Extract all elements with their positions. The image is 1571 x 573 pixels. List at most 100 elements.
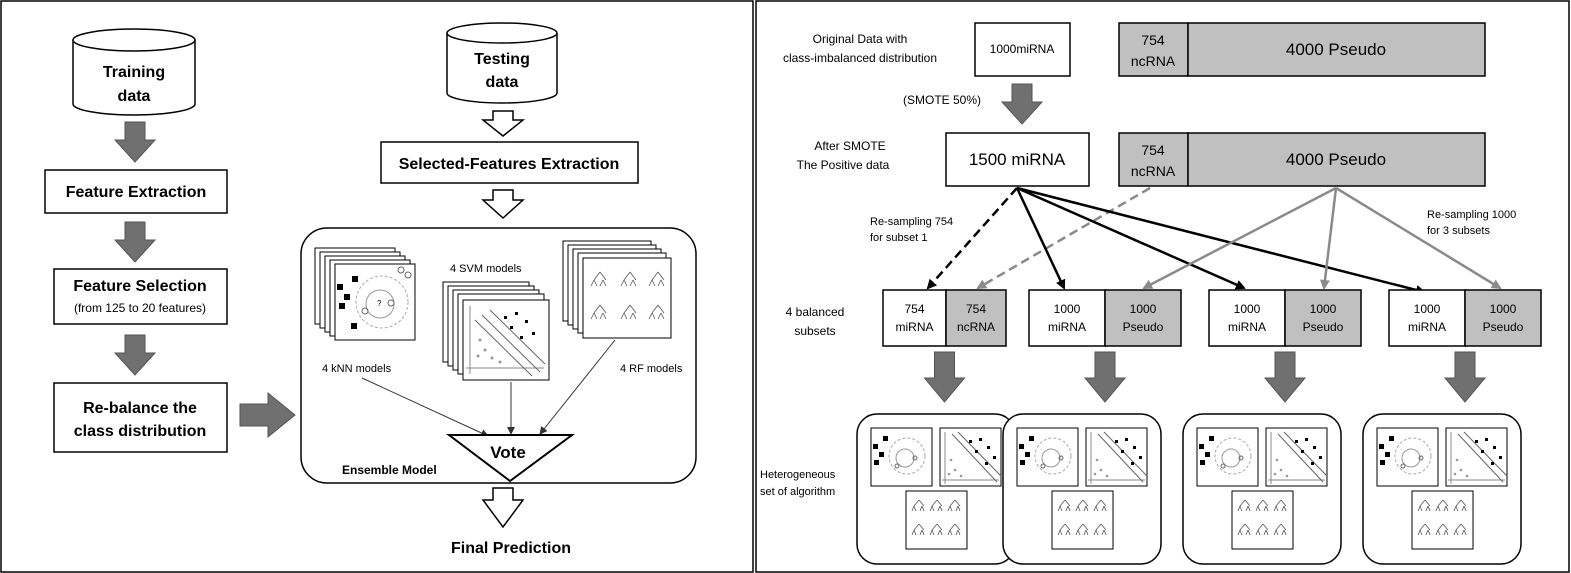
rf-thumbnail <box>905 490 968 550</box>
subset-negative-label: Pseudo <box>1303 320 1344 334</box>
rf-thumbnail <box>1411 490 1474 550</box>
subset-mirna-count: 1000 <box>1054 302 1081 316</box>
down-arrow-icon <box>1443 351 1487 403</box>
original-mirna-box <box>974 22 1071 77</box>
feature-selection-sublabel: (from 125 to 20 features) <box>74 301 206 315</box>
testing-data-label-1: Testing <box>474 51 530 68</box>
subset-mirna-label: miRNA <box>896 320 934 334</box>
knn-thumbnail <box>1016 427 1079 487</box>
subset-negative-label: Pseudo <box>1483 320 1524 334</box>
hollow-down-arrow-icon <box>481 189 525 220</box>
balanced-subsets-label-2: subsets <box>794 324 835 338</box>
hollow-down-arrow-icon <box>481 487 525 529</box>
pseudo-to-subset2-arrow <box>1142 186 1337 290</box>
subset-negative-box <box>1464 289 1542 347</box>
rf-models-label: 4 RF models <box>620 363 683 375</box>
selected-features-label: Selected-Features Extraction <box>399 156 620 173</box>
after-mirna-box <box>945 132 1090 187</box>
subset-mirna-box <box>1208 289 1286 347</box>
subset-mirna-box <box>1388 289 1466 347</box>
ncrna-to-subset1-dashed-arrow <box>976 186 1151 290</box>
subset-mirna-box <box>882 289 947 347</box>
rf-thumbnail <box>1051 490 1114 550</box>
subsets-group: 754miRNA754ncRNA1000miRNA1000Pseudo1000m… <box>856 289 1542 565</box>
after-ncrna-label-1: 754 <box>1141 142 1165 158</box>
subset-mirna-label: miRNA <box>1408 320 1446 334</box>
down-arrow-icon <box>113 221 157 263</box>
rf-models-stack <box>562 240 672 339</box>
heterogeneous-label-1: Heterogeneous <box>760 469 836 481</box>
knn-to-vote-line <box>361 377 489 437</box>
subset-mirna-count: 1000 <box>1234 302 1261 316</box>
svm-thumbnail <box>939 427 1002 487</box>
left-panel-frame <box>0 0 754 573</box>
pseudo-to-subset4-arrow <box>1335 186 1502 290</box>
svm-models-label: 4 SVM models <box>450 263 522 275</box>
knn-thumbnail <box>1196 427 1259 487</box>
selected-features-box <box>380 141 639 184</box>
ensemble-model-label: Ensemble Model <box>342 463 437 477</box>
subset-negative-count: 1000 <box>1130 302 1157 316</box>
heterogeneous-label-2: set of algorithm <box>760 486 835 498</box>
subset-mirna-label: miRNA <box>1048 320 1086 334</box>
mirna-to-subset4-arrow <box>1016 186 1426 295</box>
subset-negative-label: Pseudo <box>1123 320 1164 334</box>
svg-text:?: ? <box>377 299 382 308</box>
training-data-cylinder: Training data <box>72 28 196 116</box>
svm-models-stack <box>442 281 550 381</box>
subset-negative-box <box>1104 289 1182 347</box>
svm-thumbnail <box>1085 427 1148 487</box>
vote-triangle <box>446 434 576 483</box>
after-smote-label-2: The Positive data <box>797 158 890 172</box>
feature-extraction-box <box>44 169 228 214</box>
right-panel-frame <box>755 0 1570 573</box>
testing-data-label-2: data <box>486 74 519 91</box>
after-ncrna-box <box>1118 132 1189 187</box>
smote-label: (SMOTE 50%) <box>903 93 981 107</box>
feature-selection-box <box>53 268 228 325</box>
after-pseudo-box <box>1187 132 1486 187</box>
rebalance-label-1: Re-balance the <box>83 400 197 417</box>
training-data-label-2: data <box>118 88 151 105</box>
mirna-to-subset3-arrow <box>1016 186 1246 290</box>
subset-negative-count: 754 <box>966 302 986 316</box>
feature-extraction-label: Feature Extraction <box>66 184 206 201</box>
rebalance-box <box>53 382 228 453</box>
svm-thumbnail <box>1265 427 1328 487</box>
mirna-to-subset2-arrow <box>1015 187 1066 290</box>
subset-negative-count: 1000 <box>1310 302 1337 316</box>
resample-754-label-1: Re-sampling 754 <box>870 216 953 228</box>
down-arrow-icon <box>1263 351 1307 403</box>
mirna-to-subset1-dashed-arrow <box>926 187 1018 290</box>
down-arrow-icon <box>1083 351 1127 403</box>
original-ncrna-label-1: 754 <box>1141 32 1165 48</box>
final-prediction-label: Final Prediction <box>451 540 571 557</box>
testing-data-cylinder: Testing data <box>446 22 558 104</box>
original-data-label-2: class-imbalanced distribution <box>783 51 937 65</box>
right-arrow-icon <box>239 391 296 439</box>
rebalance-label-2: class distribution <box>74 423 206 440</box>
hollow-down-arrow-icon <box>480 110 526 137</box>
knn-thumbnail <box>1376 427 1439 487</box>
subset-mirna-box <box>1028 289 1106 347</box>
original-mirna-label: 1000miRNA <box>990 42 1055 56</box>
after-ncrna-label-2: ncRNA <box>1131 163 1176 179</box>
original-pseudo-box <box>1187 22 1486 77</box>
original-ncrna-label-2: ncRNA <box>1131 53 1176 69</box>
down-arrow-icon <box>923 351 966 403</box>
original-data-label-1: Original Data with <box>813 32 908 46</box>
balanced-subsets-label-1: 4 balanced <box>786 305 845 319</box>
rf-thumbnail <box>1231 490 1294 550</box>
resample-1000-label-2: for 3 subsets <box>1427 225 1490 237</box>
feature-selection-label: Feature Selection <box>73 278 206 295</box>
subset-negative-label: ncRNA <box>957 320 995 334</box>
pseudo-to-subset3-arrow <box>1319 187 1338 290</box>
subset-mirna-count: 1000 <box>1414 302 1441 316</box>
after-smote-label-1: After SMOTE <box>814 139 885 153</box>
after-mirna-label: 1500 miRNA <box>969 150 1066 169</box>
resample-754-label-2: for subset 1 <box>870 232 927 244</box>
rf-to-vote-line <box>539 339 616 435</box>
subset-negative-box <box>945 289 1007 347</box>
vote-label: Vote <box>490 443 526 462</box>
